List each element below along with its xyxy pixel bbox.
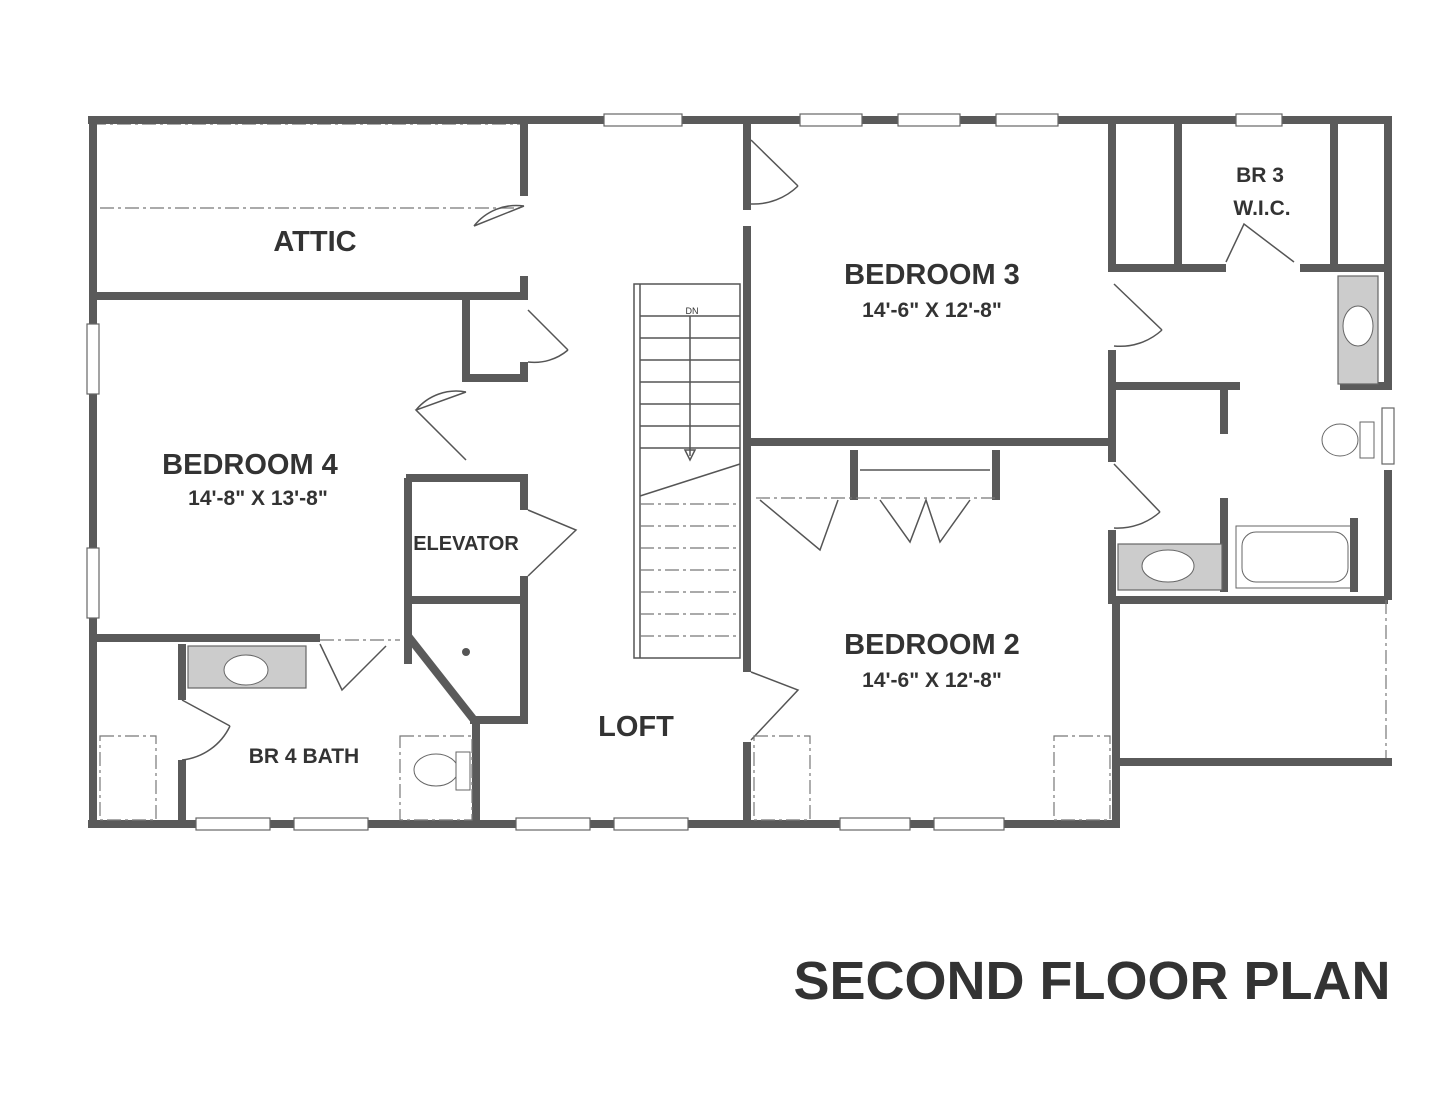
exterior-walls bbox=[88, 116, 1392, 828]
room-label-br3-wic-line1: BR 3 bbox=[1236, 164, 1284, 187]
fixtures bbox=[99, 275, 1379, 821]
room-label-bedroom-2: BEDROOM 2 bbox=[844, 629, 1020, 661]
room-label-br3-wic-line2: W.I.C. bbox=[1233, 197, 1290, 220]
doors bbox=[181, 139, 1295, 761]
plan-title: SECOND FLOOR PLAN bbox=[793, 951, 1390, 1011]
room-label-elevator: ELEVATOR bbox=[413, 533, 519, 555]
room-label-bedroom-3: BEDROOM 3 bbox=[844, 259, 1020, 291]
room-dims-bedroom-3: 14'-6" X 12'-8" bbox=[862, 299, 1002, 322]
room-label-br4-bath: BR 4 BATH bbox=[249, 745, 359, 768]
room-label-attic: ATTIC bbox=[273, 226, 356, 258]
windows bbox=[86, 113, 1395, 831]
room-label-bedroom-4: BEDROOM 4 bbox=[162, 449, 338, 481]
room-label-loft: LOFT bbox=[598, 711, 674, 743]
interior-walls bbox=[96, 124, 1384, 824]
arrow-down-icon bbox=[683, 449, 697, 462]
staircase bbox=[633, 283, 741, 659]
room-dims-bedroom-4: 14'-8" X 13'-8" bbox=[188, 487, 328, 510]
stair-label-dn: DN bbox=[686, 306, 699, 316]
room-dims-bedroom-2: 14'-6" X 12'-8" bbox=[862, 669, 1002, 692]
